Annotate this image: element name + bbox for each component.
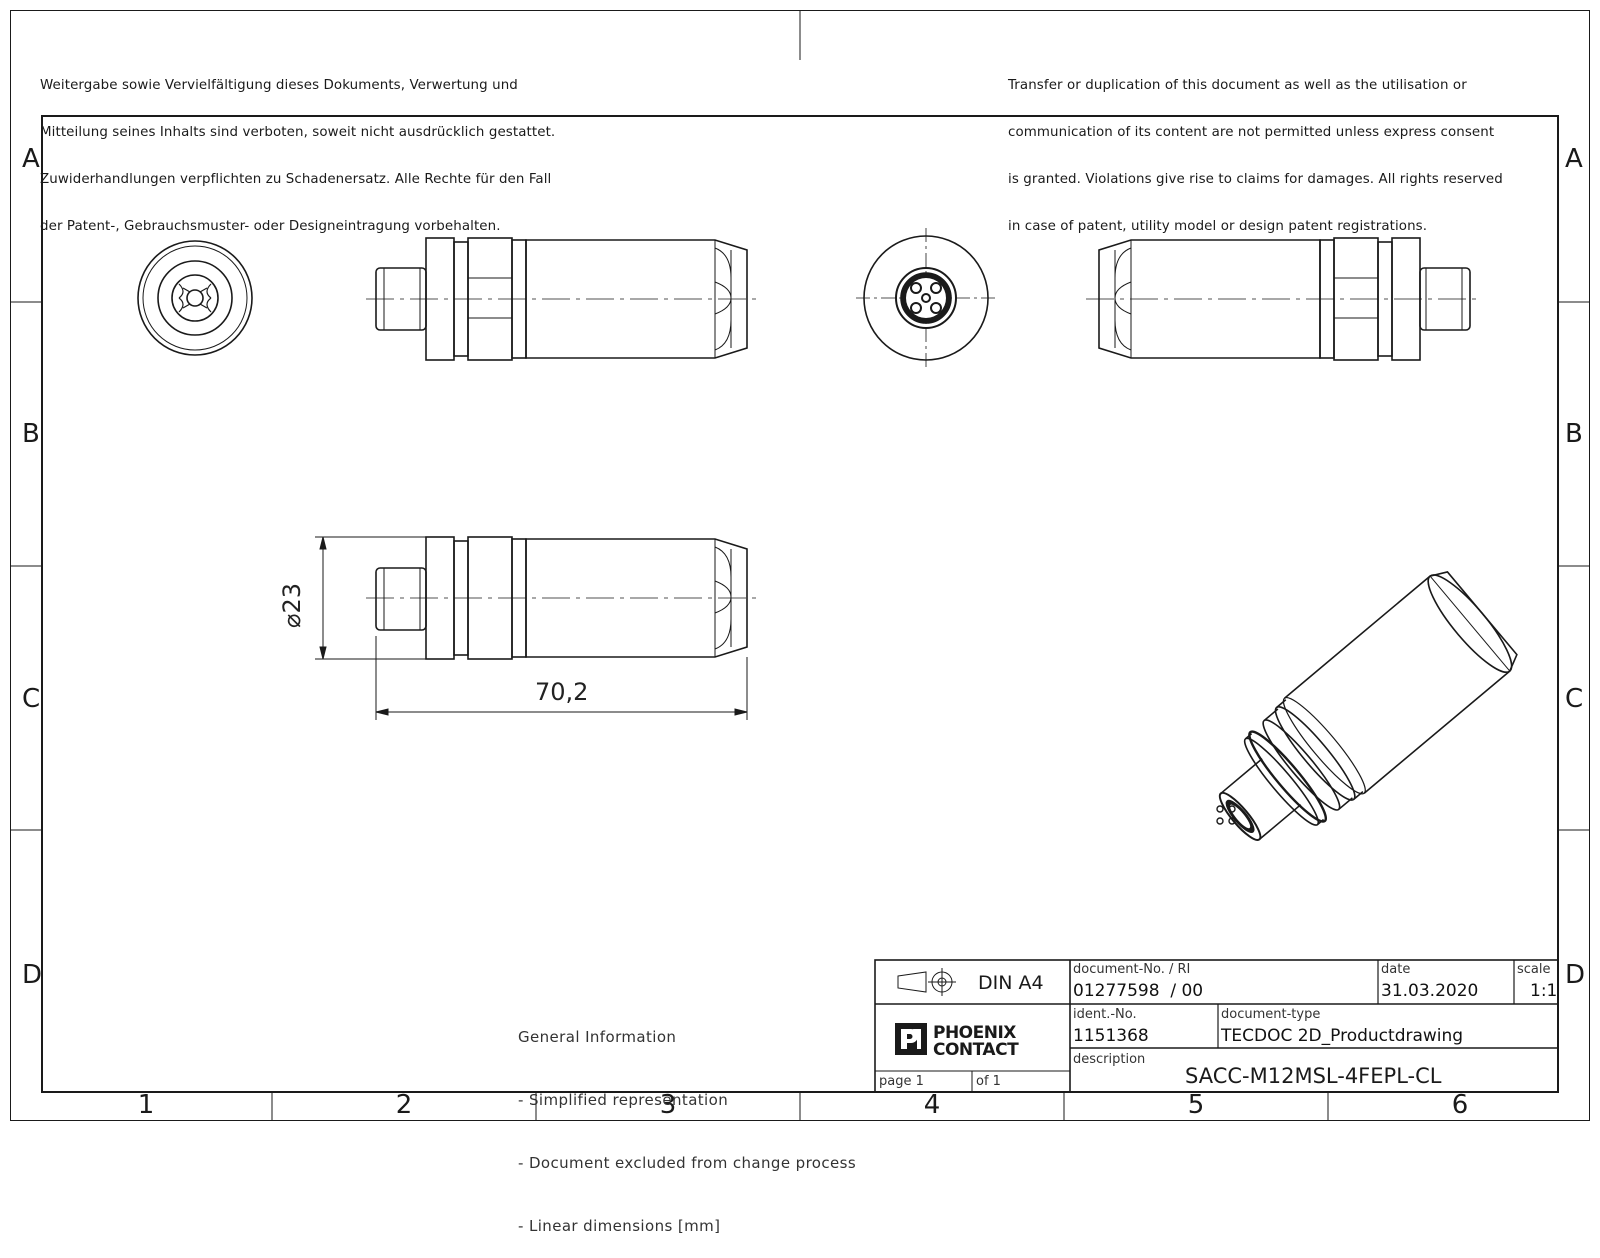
general-information: General Information - Simplified represe… (518, 985, 856, 1258)
of-label: of 1 (976, 1074, 1001, 1089)
notice-line: Weitergabe sowie Vervielfältigung dieses… (40, 78, 518, 94)
description-label: description (1073, 1052, 1146, 1067)
document-no-label: document-No. / RI (1073, 962, 1191, 977)
page-label: page 1 (879, 1074, 924, 1089)
side-view-dimensioned (366, 536, 760, 660)
logo-line-1: PHOENIX (933, 1023, 1016, 1043)
scale-label: scale (1517, 962, 1551, 977)
document-type-label: document-type (1221, 1007, 1321, 1022)
drawing-sheet (10, 10, 1590, 1121)
zone-row-right-a: A (1565, 144, 1583, 174)
zone-col-6: 6 (1451, 1090, 1469, 1120)
ident-no-label: ident.-No. (1073, 1007, 1137, 1022)
scale-value: 1:1 (1530, 981, 1558, 1001)
projection-symbol-icon (897, 968, 956, 996)
date-value: 31.03.2020 (1381, 981, 1479, 1001)
notice-line: der Patent-, Gebrauchsmuster- oder Desig… (40, 218, 501, 234)
date-label: date (1381, 962, 1411, 977)
zone-row-right-d: D (1565, 960, 1586, 990)
general-information-item: - Simplified representation (518, 1091, 729, 1109)
zone-col-5: 5 (1187, 1090, 1205, 1120)
zone-row-right-b: B (1565, 419, 1583, 449)
zone-col-3: 3 (659, 1090, 677, 1120)
zone-col-1: 1 (137, 1090, 155, 1120)
notice-line: Mitteilung seines Inhalts sind verboten,… (40, 124, 556, 140)
document-no-value: 01277598 / 00 (1073, 981, 1204, 1001)
side-view-top (366, 237, 760, 361)
dimension-diameter: ⌀23 (278, 583, 306, 628)
zone-row-right-c: C (1565, 684, 1584, 714)
front-view-left (137, 240, 253, 356)
paper-format: DIN A4 (978, 972, 1044, 994)
zone-col-4: 4 (923, 1090, 941, 1120)
general-information-item: - Linear dimensions [mm] (518, 1217, 721, 1235)
notice-line: is granted. Violations give rise to clai… (1008, 171, 1503, 187)
notice-line: in case of patent, utility model or desi… (1008, 218, 1428, 234)
description-value: SACC-M12MSL-4FEPL-CL (1185, 1064, 1442, 1088)
zone-col-2: 2 (395, 1090, 413, 1120)
dimension-length: 70,2 (535, 678, 589, 706)
document-type-value: TECDOC 2D_Productdrawing (1221, 1026, 1464, 1046)
front-view-center (856, 228, 996, 368)
isometric-view (1216, 571, 1518, 841)
drawing-frame (41, 115, 1559, 1093)
notice-line: communication of its content are not per… (1008, 124, 1495, 140)
notice-line: Transfer or duplication of this document… (1008, 78, 1467, 94)
phoenix-contact-logo: PHOENIX CONTACT (895, 1023, 1020, 1058)
notice-line: Zuwiderhandlungen verpflichten zu Schade… (40, 171, 552, 187)
general-information-item: - Document excluded from change process (518, 1154, 857, 1172)
dimension-lines (315, 536, 748, 720)
title-block-frame (874, 959, 1559, 1093)
ident-no-value: 1151368 (1073, 1026, 1149, 1046)
general-information-title: General Information (518, 1028, 677, 1046)
zone-row-left-c: C (22, 684, 41, 714)
logo-line-2: CONTACT (933, 1040, 1019, 1058)
zone-row-left-a: A (22, 144, 40, 174)
zone-row-left-b: B (22, 419, 40, 449)
copyright-notice-en: Transfer or duplication of this document… (1008, 47, 1503, 250)
zone-row-left-d: D (22, 960, 43, 990)
copyright-notice-de: Weitergabe sowie Vervielfältigung dieses… (40, 47, 555, 250)
side-view-top-mirrored (1086, 237, 1480, 361)
